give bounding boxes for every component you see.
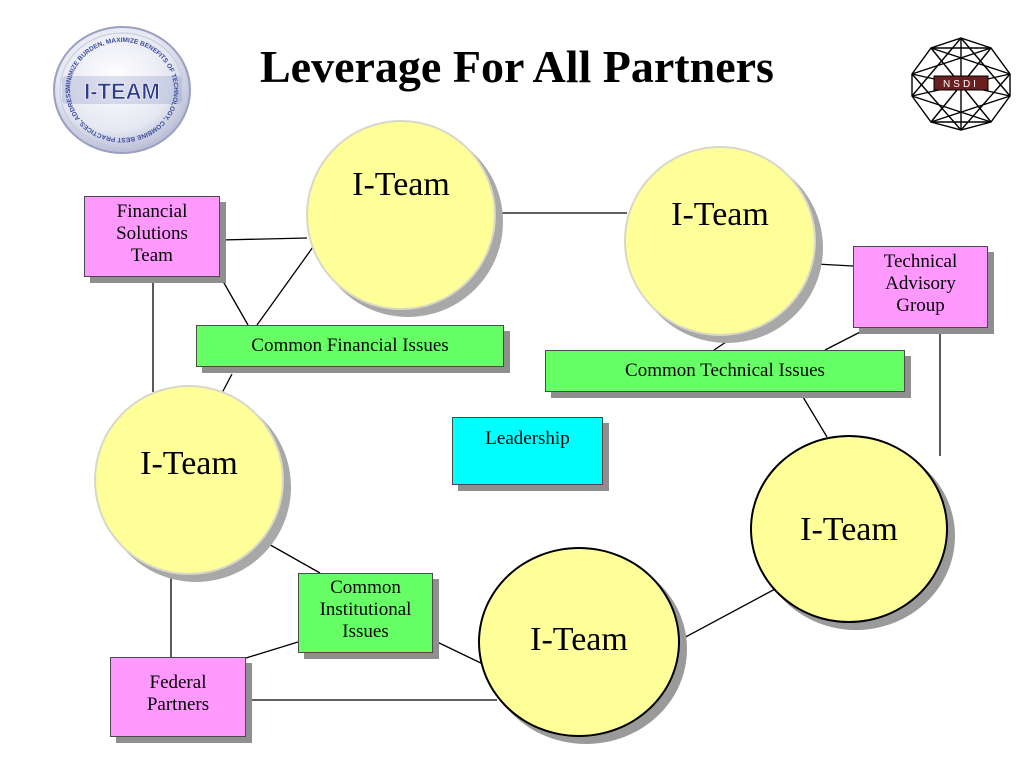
iteam-label: I-Team [140,445,238,482]
svg-text:NSDI: NSDI [943,79,979,90]
connector-iteam-bottom-to-iteam-right [679,587,778,641]
page-title: Leverage For All Partners [260,41,774,92]
common-institutional-issues-box: Common Institutional Issues [298,573,433,653]
financial-solutions-team-box: Financial Solutions Team [84,196,220,277]
iteam-label: I-Team [800,511,898,548]
connector-common-institutional-to-federal-partners [245,641,299,659]
svg-text:I-TEAM: I-TEAM [84,79,160,104]
iteam-label: I-Team [352,166,450,203]
common-financial-issues-box: Common Financial Issues [196,325,504,367]
federal-partners-box: Federal Partners [110,657,246,737]
iteam-label: I-Team [530,621,628,658]
i-team-logo: MINIMIZE BURDEN, MAXIMIZE BENEFITS OF TE… [45,17,196,158]
iteam-label: I-Team [671,196,769,233]
iteam-node-left: I-Team [94,385,284,575]
nsdi-logo: NSDI [906,34,1016,134]
connector-financial-team-to-iteam-top [219,237,308,241]
technical-advisory-group-box: Technical Advisory Group [853,246,988,328]
connector-iteam-left-to-common-institutional [257,537,321,574]
connector-common-financial-to-iteam-left [221,373,233,394]
connector-technical-group-to-common-technical [824,327,869,351]
connector-common-institutional-to-iteam-bottom [432,639,488,667]
connector-financial-team-to-common-financial [219,275,249,326]
connector-iteam-topright-to-technical-group [815,263,854,267]
iteam-node-right: I-Team [750,435,948,623]
common-technical-issues-box: Common Technical Issues [545,350,905,392]
connector-iteam-top-to-common-financial [256,239,319,326]
iteam-node-top-right: I-Team [624,146,816,336]
connector-common-technical-to-iteam-right [799,391,828,438]
iteam-node-bottom: I-Team [478,547,680,737]
leadership-box: Leadership [452,417,603,485]
iteam-node-top: I-Team [306,120,496,310]
